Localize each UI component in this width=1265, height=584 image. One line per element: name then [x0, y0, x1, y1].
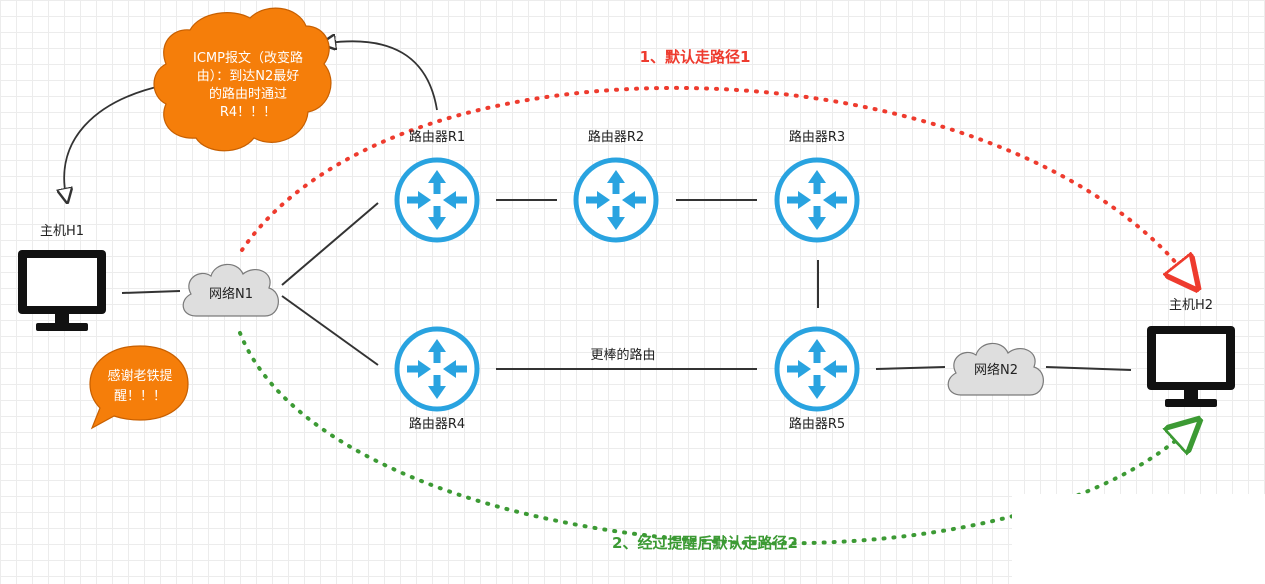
- icmp-bubble-line-2: 由）：到达N2最好: [197, 69, 300, 84]
- blank-corner-area: [1012, 494, 1265, 584]
- host-h1-monitor-icon: [18, 250, 106, 331]
- router-r4-label: 路由器R4: [409, 416, 465, 432]
- router-r4-icon: [397, 329, 477, 409]
- link-n1-r1: [281, 202, 379, 286]
- host-h2-monitor-icon: [1147, 326, 1235, 407]
- router-r1-label: 路由器R1: [409, 129, 465, 145]
- router-r2-icon: [576, 160, 656, 240]
- network-n1-label: 网络N1: [209, 286, 253, 302]
- icmp-bubble-line-1: ICMP报文（改变路: [193, 50, 303, 66]
- router-r3-icon: [777, 160, 857, 240]
- icmp-to-bubble-arrow: [328, 41, 438, 111]
- network-n2-label: 网络N2: [974, 362, 1018, 378]
- better-route-label: 更棒的路由: [590, 347, 655, 363]
- bubble-to-h1-arrow: [64, 84, 166, 196]
- link-n2-h2: [1045, 366, 1132, 371]
- thanks-bubble-line-2: 醒！！！: [114, 389, 166, 404]
- icmp-bubble: [153, 7, 332, 152]
- host-h1-label: 主机H1: [40, 224, 84, 239]
- router-r3-label: 路由器R3: [789, 129, 845, 145]
- icmp-bubble-line-3: 的路由时通过: [209, 86, 287, 102]
- router-r5-icon: [777, 329, 857, 409]
- default-path-label: 1、默认走路径1: [640, 48, 751, 66]
- default-path-1-curve: [240, 86, 1188, 277]
- redirect-path-label: 2、经过提醒后默认走路径2: [612, 534, 798, 552]
- host-h2-label: 主机H2: [1169, 298, 1213, 313]
- link-n1-r4: [281, 295, 379, 366]
- router-r5-label: 路由器R5: [789, 416, 845, 432]
- link-r5-n2: [875, 366, 946, 370]
- router-r1-icon: [397, 160, 477, 240]
- router-r2-label: 路由器R2: [588, 129, 644, 145]
- thanks-bubble-line-1: 感谢老铁提: [107, 368, 172, 384]
- connection-lines: [121, 199, 1132, 371]
- icmp-bubble-line-4: R4！！！: [220, 105, 276, 120]
- link-h1-n1: [121, 290, 181, 294]
- thanks-speech-bubble: [89, 345, 189, 430]
